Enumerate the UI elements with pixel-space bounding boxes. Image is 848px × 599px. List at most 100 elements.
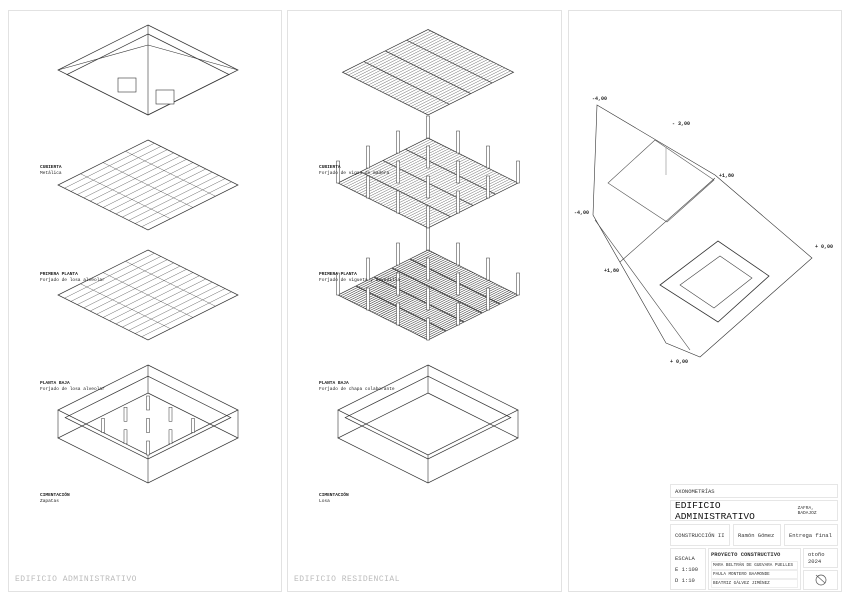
deck-rib <box>367 264 458 310</box>
scale-value: E 1:100 <box>675 565 699 573</box>
column <box>396 190 400 214</box>
deck-rib <box>369 265 460 312</box>
column <box>426 115 430 139</box>
footing-column <box>191 418 195 433</box>
roof-skylight <box>117 77 137 93</box>
level-mark: - 3,00 <box>672 121 691 127</box>
column <box>486 145 490 169</box>
author: BEATRIZ GÁLVEZ JIMÉNEZ <box>711 579 798 588</box>
column <box>486 257 490 281</box>
joist-slab-beam <box>405 148 496 195</box>
retaining-wall <box>594 219 691 351</box>
scale-box: ESCALA E 1:100 D 1:10 <box>670 548 706 590</box>
column <box>366 287 370 311</box>
footing-column <box>123 429 128 444</box>
roof-ridge <box>147 44 239 71</box>
column <box>396 302 400 326</box>
course: CONSTRUCCIÓN II <box>670 524 730 546</box>
term: otoño 2024 <box>803 548 838 568</box>
slab-ground-floor <box>57 249 239 341</box>
level-mark: + 0,00 <box>815 244 834 250</box>
sheet-footer: EDIFICIO RESIDENCIAL <box>294 575 401 584</box>
deck-rib <box>400 281 492 327</box>
footing-column <box>146 395 150 411</box>
project-box: PROYECTO CONSTRUCTIVO MARA BELTRÁN DE GU… <box>708 548 801 590</box>
raft-foundation <box>344 375 512 460</box>
timber-beam <box>385 50 471 94</box>
column <box>456 272 460 296</box>
timber-beam <box>363 61 450 105</box>
hollow-core-slab <box>102 272 194 318</box>
column <box>486 175 490 199</box>
deck-rib <box>342 251 433 298</box>
deck-rib <box>409 285 501 332</box>
title-row: EDIFICIO ADMINISTRATIVO ZAFRA, BADAJOZ <box>670 499 838 522</box>
column <box>366 257 370 281</box>
deck-rib <box>389 275 480 322</box>
column <box>426 145 430 169</box>
column <box>456 302 460 326</box>
deck-rib <box>416 289 507 335</box>
roof-skylight <box>155 89 175 105</box>
column <box>366 175 370 199</box>
deck-rib <box>385 273 476 319</box>
roof-ridge <box>57 44 149 71</box>
deck-rib <box>394 277 485 324</box>
deck-rib <box>421 291 512 337</box>
footing-column <box>146 418 150 433</box>
deck-rib <box>344 253 435 299</box>
foundation-walls <box>64 375 232 460</box>
column <box>426 227 430 251</box>
column <box>336 272 340 296</box>
deck-beam <box>373 276 465 323</box>
deck-beam <box>391 267 483 314</box>
deck-rib <box>371 266 462 313</box>
hollow-core-slab <box>102 162 194 208</box>
footing-column <box>101 418 105 433</box>
column <box>516 272 520 296</box>
column <box>396 242 400 266</box>
professor: Ramón Gómez <box>733 524 781 546</box>
scale-value: D 1:10 <box>675 576 695 584</box>
hollow-core-slab <box>125 151 216 197</box>
north-arrow-icon <box>803 570 838 590</box>
footing-column <box>168 407 173 422</box>
timber-beam <box>406 39 493 84</box>
deck-rib <box>405 283 496 330</box>
deck-rib <box>407 284 498 331</box>
deck-beam <box>409 258 501 305</box>
deck-rib <box>378 269 469 316</box>
column <box>426 317 430 341</box>
deck-rib <box>346 254 438 300</box>
project-title: PROYECTO CONSTRUCTIVO <box>711 551 781 558</box>
slab-first-floor <box>57 139 239 231</box>
column <box>336 160 340 184</box>
drawing-title: EDIFICIO ADMINISTRATIVO <box>675 499 755 522</box>
column <box>426 287 430 311</box>
column <box>396 130 400 154</box>
author: MARA BELTRÁN DE GUEVARA PUELLES <box>711 561 798 570</box>
level-mark: -4,00 <box>592 96 608 102</box>
column <box>426 175 430 199</box>
level-mark: +1,80 <box>719 173 735 179</box>
panel-administrative <box>8 10 282 592</box>
deck-rib <box>373 267 465 314</box>
sheet-footer: EDIFICIO ADMINISTRATIVO <box>15 575 137 584</box>
deck-rib <box>425 293 516 340</box>
courtyard <box>679 255 753 309</box>
deck-rib <box>364 263 456 309</box>
joist-slab-beam <box>360 171 451 218</box>
level-mark: + 0,00 <box>670 359 689 365</box>
scale-label: ESCALA <box>675 554 695 562</box>
deck-rib <box>387 274 478 321</box>
column <box>426 205 430 229</box>
deck-rib <box>403 282 494 328</box>
deck-beam <box>355 285 447 332</box>
